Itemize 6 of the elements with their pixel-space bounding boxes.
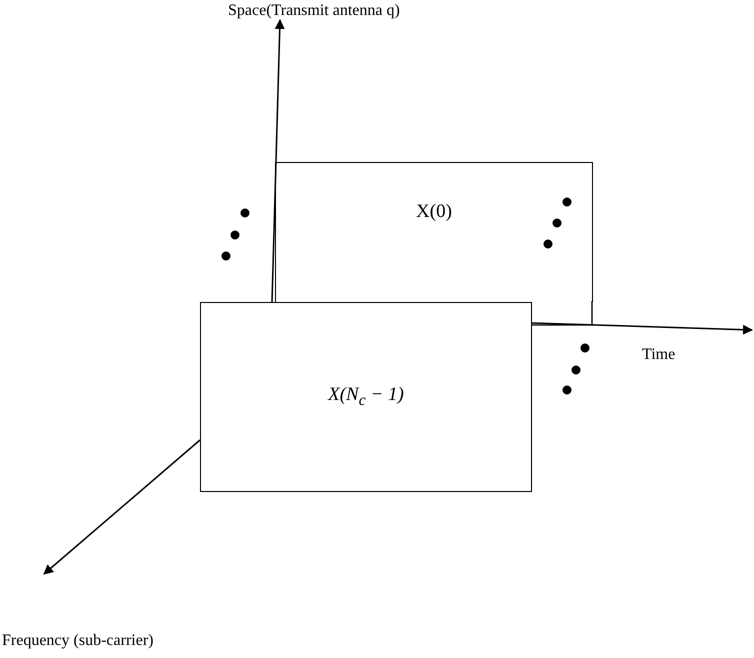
axis-label: Frequency (sub-carrier) [2, 632, 154, 650]
axis-label: Time [642, 346, 676, 364]
matrix-label: X(0) [416, 201, 452, 223]
matrix-box [200, 302, 532, 492]
matrix-label: X(N$_{c}$ − 1) [328, 384, 404, 410]
axis-label: Space(Transmit antenna q) [228, 2, 400, 20]
